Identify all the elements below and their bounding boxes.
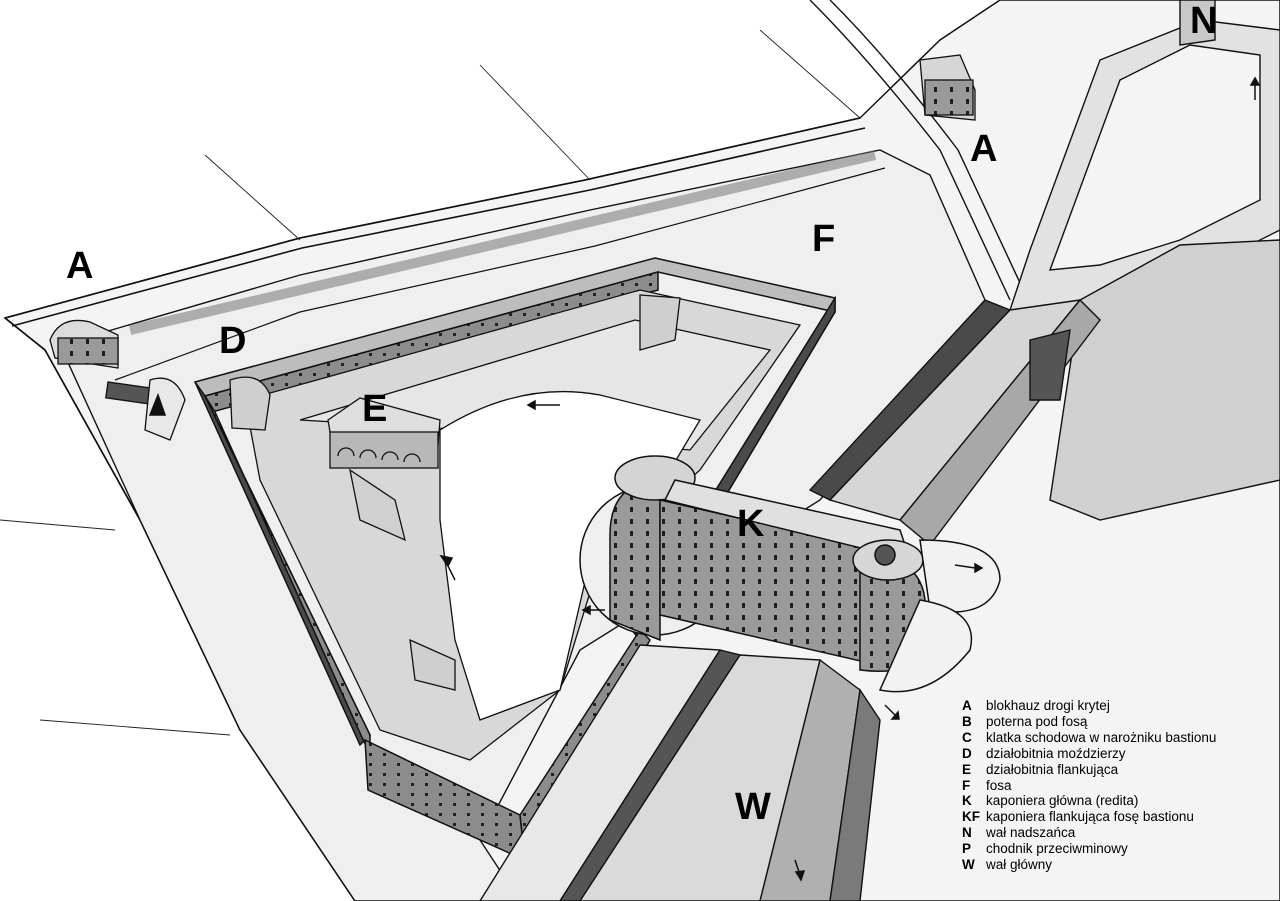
legend-text: chodnik przeciwminowy <box>986 841 1128 857</box>
legend-key: K <box>962 793 972 809</box>
legend-text: blokhauz drogi krytej <box>986 698 1110 713</box>
legend-key: KF <box>962 809 980 825</box>
label-d: D <box>219 320 247 362</box>
label-a-right: A <box>970 128 998 170</box>
legend-text: wał nadszańca <box>986 825 1076 841</box>
legend-text: kaponiera flankująca fosę bastionu <box>986 809 1194 825</box>
causeway <box>809 0 1029 301</box>
legend-key: A <box>962 698 972 713</box>
legend-key: D <box>962 745 972 761</box>
legend-key: W <box>962 857 975 873</box>
right-rampart <box>808 298 1101 547</box>
legend-text: wał główny <box>986 857 1053 873</box>
legend-text: działobitnia moździerzy <box>986 745 1126 761</box>
legend-text: poterna pod fosą <box>986 713 1088 729</box>
legend-text: klatka schodowa w narożniku bastionu <box>986 729 1217 745</box>
legend-key: N <box>962 825 972 841</box>
caponier-k <box>579 455 1001 693</box>
label-k: K <box>737 503 765 545</box>
label-f: F <box>812 218 836 260</box>
label-a-left: A <box>66 245 94 287</box>
legend-text: kaponiera główna (redita) <box>986 793 1139 809</box>
legend-row: KF kaponiera flankująca fosę bastionu <box>962 809 1272 825</box>
outwork-n <box>1008 0 1280 521</box>
label-e: E <box>362 388 388 430</box>
label-w: W <box>735 786 771 828</box>
guide-lines <box>0 29 1101 736</box>
legend-key: F <box>962 777 971 793</box>
legend-key: P <box>962 841 972 857</box>
direction-arrows <box>148 76 1261 882</box>
legend-text: fosa <box>986 777 1012 793</box>
flanking-battery-e <box>327 397 441 542</box>
legend-key: C <box>962 729 972 745</box>
main-rampart-w <box>479 644 881 901</box>
legend-key: B <box>962 713 972 729</box>
legend-key: E <box>962 761 972 777</box>
label-n: N <box>1190 0 1218 42</box>
legend-text: działobitnia flankująca <box>986 761 1119 777</box>
blockhouse-right <box>919 54 976 121</box>
